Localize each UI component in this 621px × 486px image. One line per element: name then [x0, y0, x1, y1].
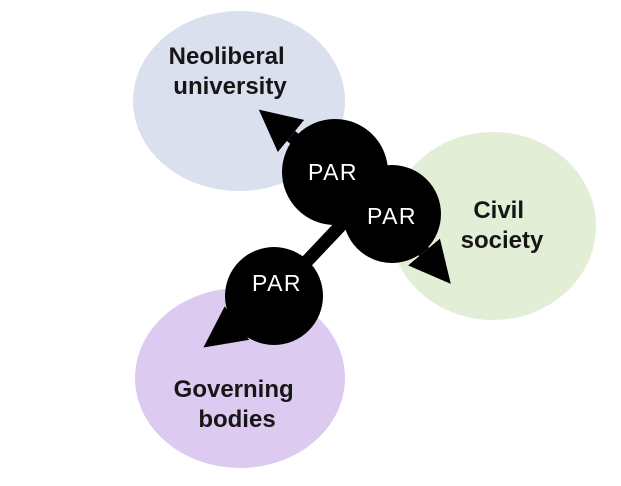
par-circle-middle: [343, 165, 441, 263]
par-label-middle: PAR: [367, 203, 417, 229]
par-label-top: PAR: [308, 159, 358, 185]
governing-bodies-label: Governing bodies: [174, 376, 301, 433]
governing-bodies-label-line1: Governing: [174, 376, 294, 403]
civil-society-label-line2: society: [461, 227, 544, 254]
civil-society-label: Civil society: [461, 197, 544, 254]
neoliberal-university-label-line1: Neoliberal: [169, 43, 285, 70]
neoliberal-university-label: Neoliberal university: [169, 43, 292, 100]
civil-society-label-line1: Civil: [473, 197, 524, 224]
neoliberal-university-label-line2: university: [173, 73, 287, 100]
par-label-bottom: PAR: [252, 270, 302, 296]
governing-bodies-label-line2: bodies: [198, 406, 275, 433]
par-circle-bottom: [225, 247, 323, 345]
